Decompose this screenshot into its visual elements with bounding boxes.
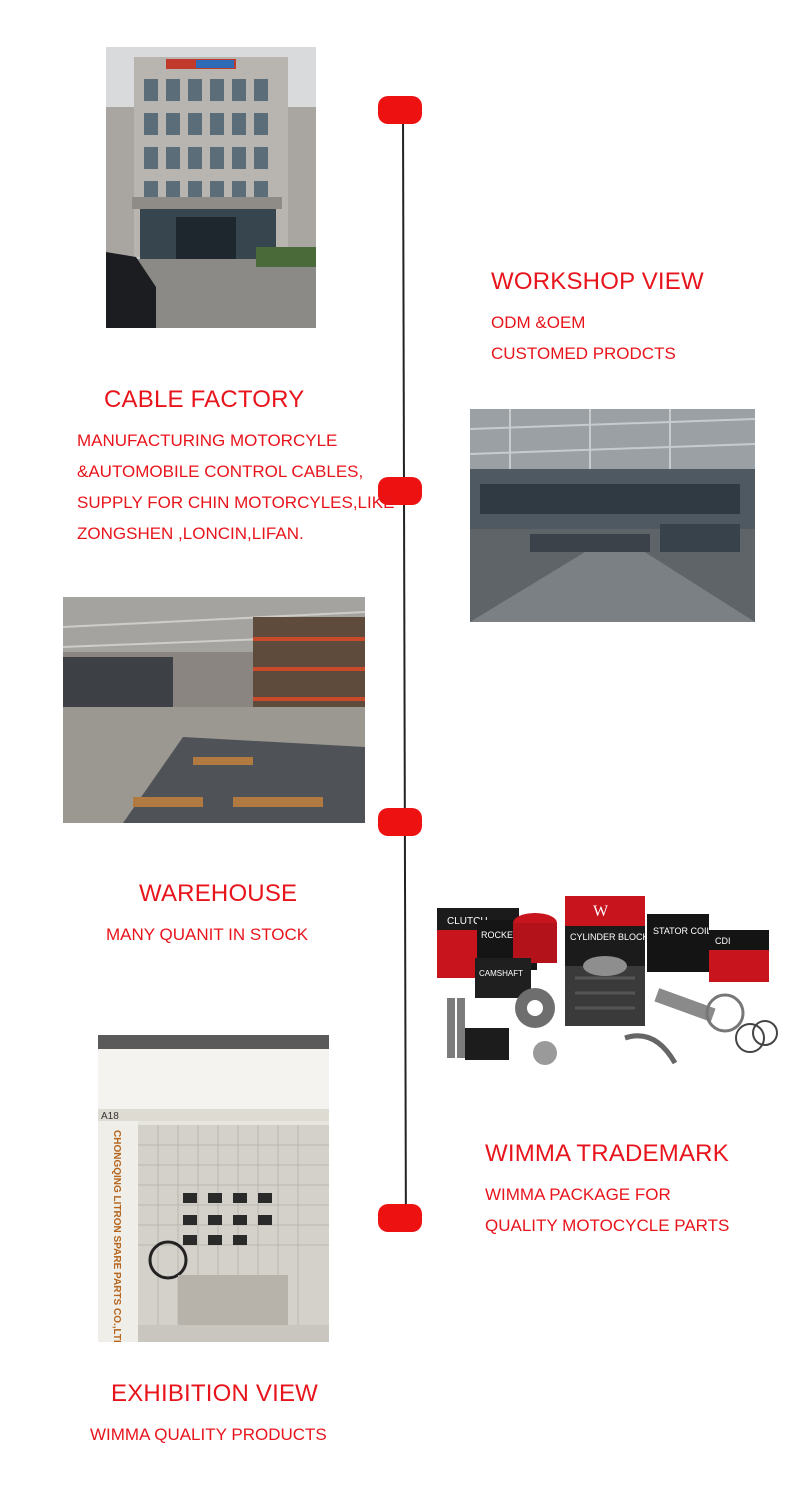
cable-factory-description: MANUFACTURING MOTORCYLE &AUTOMOBILE CONT… [77,425,394,549]
workshop-description: ODM &OEM CUSTOMED PRODCTS [491,307,676,369]
warehouse-line-1: MANY QUANIT IN STOCK [106,925,309,944]
timeline-marker-4 [378,1204,422,1232]
workshop-line-2: CUSTOMED PRODCTS [491,344,676,363]
exhibition-description: WIMMA QUALITY PRODUCTS [90,1419,327,1450]
camshaft-label: CAMSHAFT [479,969,523,978]
exhibition-photo: A18 CHONGQING LITRON SPARE PARTS CO.,LTD [98,1035,329,1342]
timeline-marker-2 [378,477,422,505]
workshop-title: WORKSHOP VIEW [491,268,704,295]
cable-factory-title: CABLE FACTORY [104,386,305,413]
trademark-title: WIMMA TRADEMARK [485,1140,729,1167]
cable-factory-line-2: &AUTOMOBILE CONTROL CABLES, [77,462,364,481]
cable-factory-line-3: SUPPLY FOR CHIN MOTORCYLES,LIKE [77,493,395,512]
exhibition-line-1: WIMMA QUALITY PRODUCTS [90,1425,327,1444]
workshop-photo [470,409,755,622]
warehouse-photo [63,597,365,823]
cable-factory-line-1: MANUFACTURING MOTORCYLE [77,431,338,450]
stator-coil-label: STATOR COIL [653,926,712,936]
timeline-line [402,111,407,1205]
exhibitor-sign-label: CHONGQING LITRON SPARE PARTS CO.,LTD [111,1130,122,1342]
factory-building-photo [106,47,316,328]
trademark-line-1: WIMMA PACKAGE FOR [485,1185,671,1204]
trademark-description: WIMMA PACKAGE FOR QUALITY MOTOCYCLE PART… [485,1179,729,1241]
warehouse-title: WAREHOUSE [139,880,298,907]
cylinder-block-label: CYLINDER BLOCK [570,932,649,942]
trademark-line-2: QUALITY MOTOCYCLE PARTS [485,1216,730,1235]
exhibition-title: EXHIBITION VIEW [111,1380,319,1407]
brand-mark-label: W [593,903,609,920]
timeline-marker-3 [378,808,422,836]
cable-factory-line-4: ZONGSHEN ,LONCIN,LIFAN. [77,524,304,543]
workshop-line-1: ODM &OEM [491,313,586,332]
booth-number-label: A18 [101,1111,119,1122]
warehouse-description: MANY QUANIT IN STOCK [106,919,308,950]
timeline-marker-1 [378,96,422,124]
cdi-label: CDI [715,936,731,946]
rocker-arm-label: ROCKER ARM [481,930,542,940]
wimma-products-photo: CLUTCH ROCKER ARM CYLINDER BLOCK W STATO… [425,848,785,1080]
clutch-label: CLUTCH [447,916,488,927]
